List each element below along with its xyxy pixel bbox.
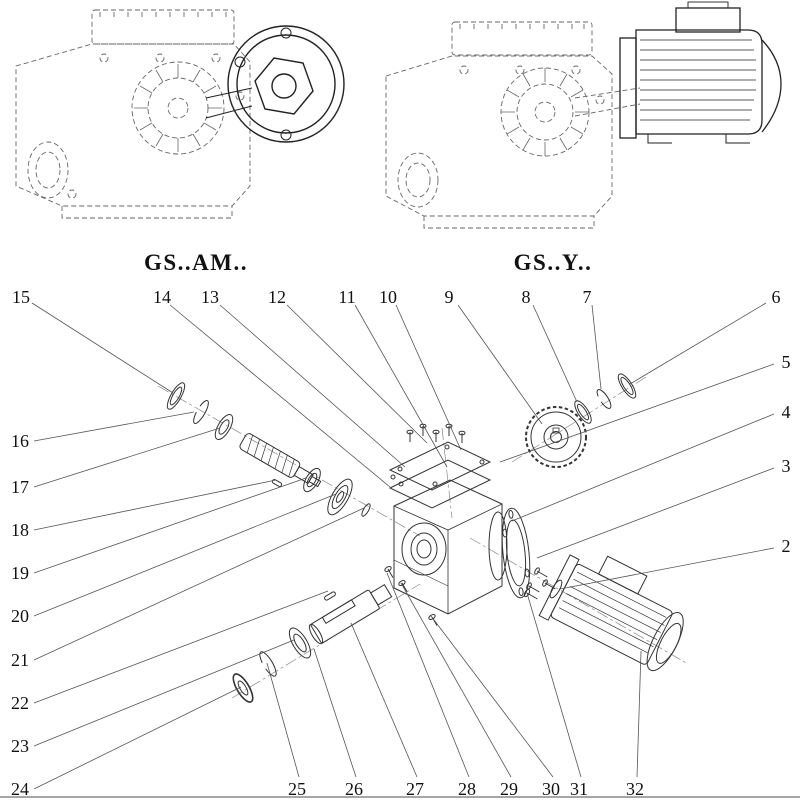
gear-drawing (525, 406, 587, 468)
callout-2: 2 (781, 536, 791, 556)
callout-19: 19 (11, 563, 29, 583)
housing-drawing (393, 479, 508, 615)
motor-exploded-drawing (538, 554, 684, 672)
input-shaft-parts (166, 382, 371, 517)
variant-label-gs-am: GS..AM.. (144, 250, 248, 275)
callout-18: 18 (11, 520, 29, 540)
callout-28: 28 (458, 779, 476, 799)
exploded-view-drawing (157, 373, 689, 703)
gearbox-y-drawing (385, 21, 641, 229)
motor-y-drawing (619, 1, 782, 144)
callout-21: 21 (11, 650, 29, 670)
callout-5: 5 (781, 352, 791, 372)
callout-17: 17 (11, 477, 29, 497)
callout-25: 25 (288, 779, 306, 799)
callout-6: 6 (771, 287, 781, 307)
callout-11: 11 (338, 287, 356, 307)
callout-26: 26 (345, 779, 363, 799)
callout-27: 27 (406, 779, 424, 799)
callout-22: 22 (11, 693, 29, 713)
callout-14: 14 (153, 287, 171, 307)
callout-31: 31 (570, 779, 588, 799)
cover-plate-parts (388, 423, 492, 509)
callout-10: 10 (379, 287, 397, 307)
callout-15: 15 (12, 287, 30, 307)
output-flange-am-drawing (205, 25, 345, 143)
variant-label-gs-y: GS..Y.. (513, 250, 593, 275)
callout-13: 13 (201, 287, 219, 307)
callout-20: 20 (11, 606, 29, 626)
leader-lines (31, 302, 775, 790)
callout-4: 4 (781, 402, 791, 422)
callout-3: 3 (781, 456, 791, 476)
callout-23: 23 (11, 736, 29, 756)
callout-32: 32 (626, 779, 644, 799)
callout-8: 8 (521, 287, 531, 307)
callout-7: 7 (582, 287, 592, 307)
callout-29: 29 (500, 779, 518, 799)
callout-24: 24 (11, 779, 29, 799)
callout-12: 12 (268, 287, 286, 307)
output-shaft-parts (232, 566, 538, 703)
callout-30: 30 (542, 779, 560, 799)
gear-rings (574, 373, 637, 424)
callout-9: 9 (444, 287, 454, 307)
callout-16: 16 (11, 431, 29, 451)
flange-bolts (526, 567, 563, 599)
flange-ring-drawing (501, 507, 531, 599)
gearbox-am-drawing (15, 9, 251, 219)
